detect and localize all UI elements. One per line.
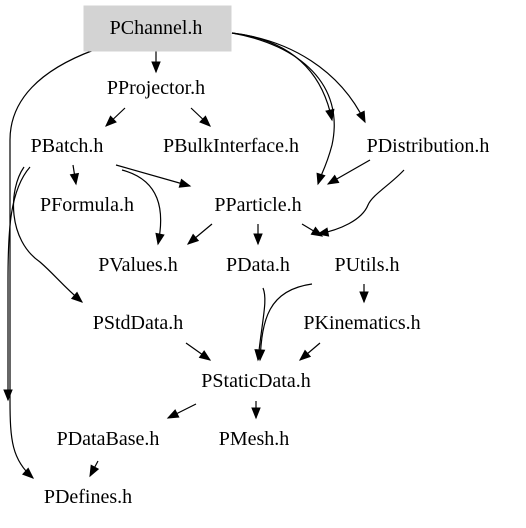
node-pdefines[interactable]: PDefines.h [44,486,132,508]
edge-pstddata-to-pstaticdata-arrowhead [198,350,212,361]
node-pformula[interactable]: PFormula.h [40,194,134,216]
edge-pbatch-to-pstddata-arrowhead [70,291,84,303]
edge-pstaticdata-to-pmesh-arrowhead [251,407,261,420]
node-pdistribution-label: PDistribution.h [367,135,490,157]
node-pbulkinterface-label: PBulkInterface.h [163,135,299,157]
node-pbatch-label: PBatch.h [31,135,104,157]
edge-pdistribution-to-putils [317,169,405,235]
edge-pparticle-to-pvalues-arrowhead [186,233,200,245]
node-pbatch[interactable]: PBatch.h [31,135,104,157]
node-pchannel-highlight-box [83,5,232,52]
edge-pdata-to-pstaticdata [257,287,266,361]
edge-pkinematics-to-pstaticdata-arrowhead [298,349,312,361]
edge-pprojector-to-pbulkinterface-arrowhead [199,115,211,127]
edge-pchannel-to-pbulkinterface-arrowhead [325,108,335,122]
edge-pchannel-to-pprojector-arrowhead [151,61,161,74]
node-pstaticdata-label: PStaticData.h [201,370,310,392]
node-pvalues[interactable]: PValues.h [98,254,177,276]
edge-putils-to-pstaticdata-arrowhead [255,349,266,362]
node-pchannel[interactable]: PChannel.h [83,5,232,52]
edge-pchannel-to-pdistribution-arrowhead [356,110,366,124]
edge-pbatch-to-pparticle-arrowhead [178,178,192,188]
edge-pbatch-to-pstddata [13,166,83,303]
node-pstddata-label: PStdData.h [93,312,184,334]
node-pdatabase[interactable]: PDataBase.h [57,428,160,450]
edge-pchannel-to-pdefines [9,49,95,479]
edge-pdistribution-to-pparticle-arrowhead [326,174,340,185]
node-pdefines-label: PDefines.h [44,486,132,508]
edge-pbatch-to-pparticle [115,164,191,187]
node-pchannel-label: PChannel.h [110,17,203,39]
edges-layer [3,32,405,479]
node-pstddata[interactable]: PStdData.h [93,312,184,334]
edge-pchannel-to-pdistribution [231,32,366,123]
node-pprojector-label: PProjector.h [107,77,205,99]
node-pkinematics-label: PKinematics.h [303,312,420,334]
edge-putils-to-pkinematics-arrowhead [359,291,369,304]
edge-pchannel-to-pdefines-arrowhead [22,467,35,479]
edge-pbatch-to-pdefines-arrowhead [3,389,13,402]
edge-pbatch-to-pvalues [121,169,162,245]
node-pvalues-label: PValues.h [98,254,177,276]
edge-pdatabase-to-pdefines-arrowhead [89,464,100,478]
node-putils-label: PUtils.h [334,254,399,276]
edge-pbatch-to-pdefines [7,166,31,400]
node-pparticle[interactable]: PParticle.h [214,194,301,216]
node-pdata-label: PData.h [226,254,290,276]
node-pformula-label: PFormula.h [40,194,134,216]
node-pmesh-label: PMesh.h [219,428,290,450]
node-putils[interactable]: PUtils.h [334,254,399,276]
edge-pchannel-to-pparticle [231,32,335,185]
edge-putils-to-pstaticdata [259,283,313,361]
edge-pprojector-to-pbatch-arrowhead [105,115,117,127]
edge-pbatch-to-pvalues-arrowhead [155,232,165,246]
node-pdistribution[interactable]: PDistribution.h [367,135,490,157]
edge-pchannel-to-pparticle-arrowhead [316,172,326,186]
node-pdatabase-label: PDataBase.h [57,428,160,450]
node-pmesh[interactable]: PMesh.h [219,428,290,450]
node-pbulkinterface[interactable]: PBulkInterface.h [163,135,299,157]
node-pstaticdata[interactable]: PStaticData.h [201,370,310,392]
node-pdata[interactable]: PData.h [226,254,290,276]
edge-pbatch-to-pformula-arrowhead [69,172,80,186]
node-pkinematics[interactable]: PKinematics.h [303,312,420,334]
edge-pparticle-to-putils-arrowhead [310,226,324,237]
node-pparticle-label: PParticle.h [214,194,301,216]
edge-pstaticdata-to-pdatabase-arrowhead [166,409,180,419]
edge-pparticle-to-pdata-arrowhead [253,233,263,246]
node-pprojector[interactable]: PProjector.h [107,77,205,99]
